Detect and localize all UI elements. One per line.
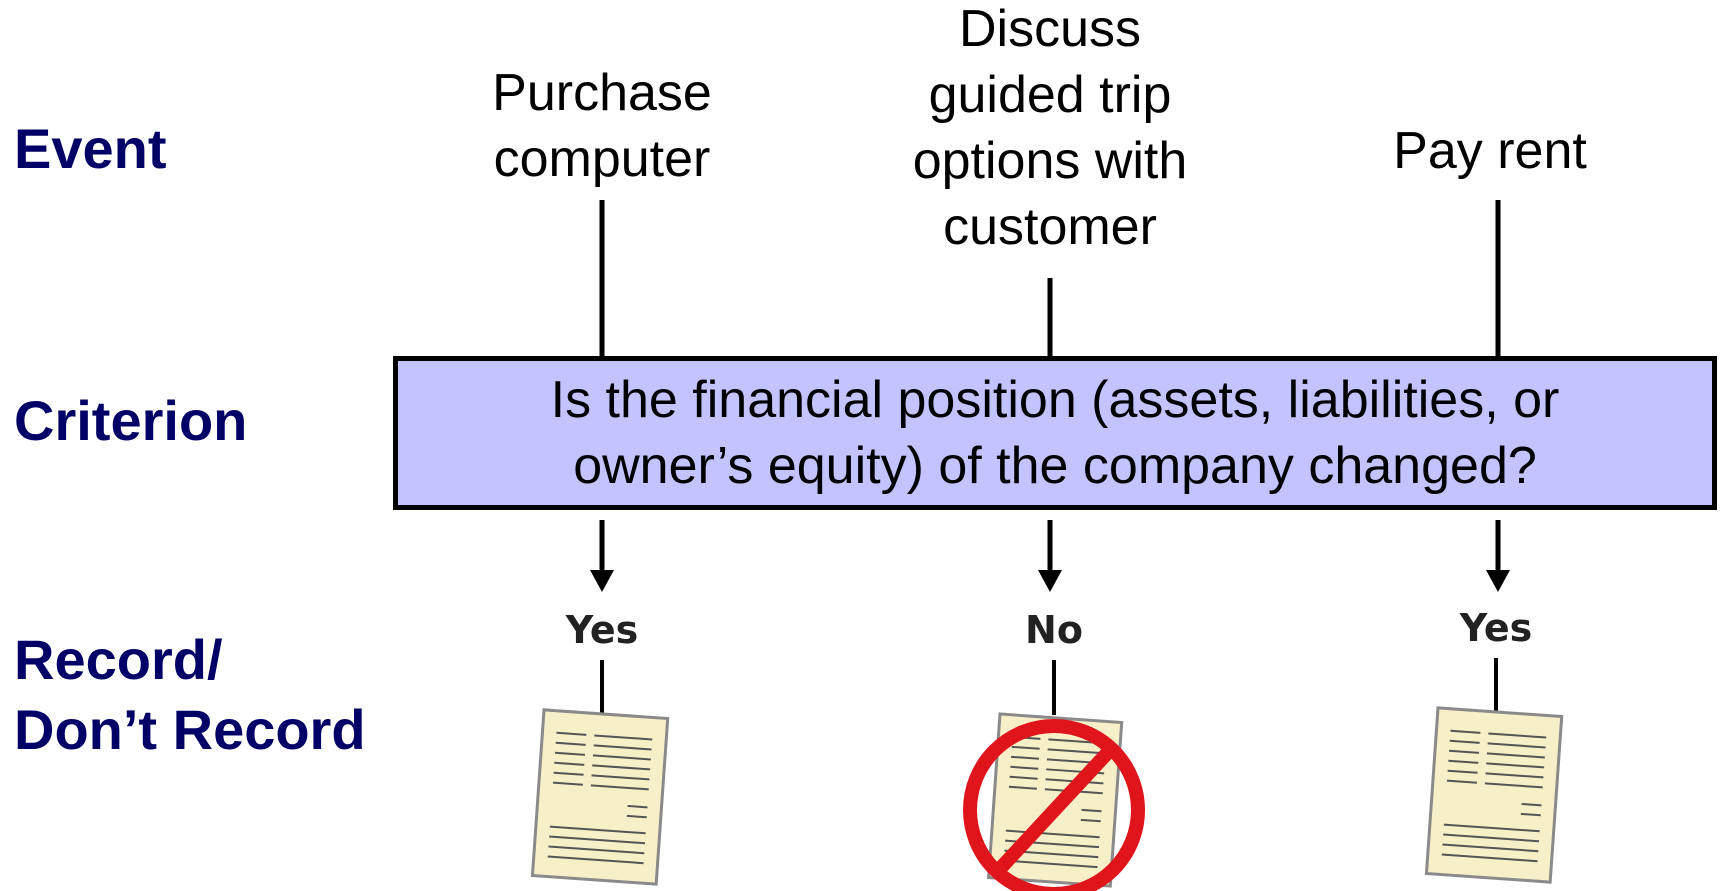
- arrow-shaft: [1047, 520, 1053, 570]
- arrow-shaft: [599, 520, 605, 570]
- criterion-line: owner’s equity) of the company changed?: [573, 437, 1537, 495]
- connector-line: [599, 200, 605, 356]
- event-line: Pay rent: [1393, 122, 1587, 180]
- event-line: Purchase: [492, 64, 712, 122]
- criterion-question: Is the financial position (assets, liabi…: [531, 367, 1580, 499]
- connector-line: [1047, 278, 1053, 356]
- event-line: Discuss: [958, 0, 1142, 58]
- document-icon: [530, 708, 670, 886]
- event-line: options with: [912, 132, 1188, 190]
- arrow-shaft: [1495, 520, 1501, 570]
- row-label-event: Event: [14, 117, 167, 180]
- answer-no: No: [1025, 608, 1083, 652]
- row-label-record: Record/ Don’t Record: [14, 625, 366, 765]
- connector-line: [600, 660, 604, 715]
- arrow-down-icon: [590, 570, 614, 592]
- row-label-record-line2: Don’t Record: [14, 698, 366, 761]
- document-icon: [1424, 706, 1564, 884]
- connector-line: [1495, 200, 1501, 356]
- criterion-box: Is the financial position (assets, liabi…: [393, 356, 1717, 510]
- event-line: computer: [493, 130, 711, 188]
- arrow-down-icon: [1486, 570, 1510, 592]
- prohibited-icon: [963, 719, 1145, 891]
- row-label-record-line1: Record/: [14, 628, 223, 691]
- event-line: guided trip: [928, 66, 1172, 124]
- row-label-criterion: Criterion: [14, 389, 248, 452]
- no-document-icon: [963, 712, 1145, 891]
- event-pay-rent: Pay rent: [1393, 118, 1587, 184]
- connector-line: [1494, 658, 1498, 713]
- arrow-down-icon: [1038, 570, 1062, 592]
- answer-yes: Yes: [1459, 606, 1533, 650]
- criterion-line: Is the financial position (assets, liabi…: [550, 371, 1560, 429]
- connector-line: [1052, 660, 1056, 715]
- answer-yes: Yes: [565, 608, 639, 652]
- event-purchase-computer: Purchase computer: [492, 60, 712, 192]
- event-discuss-trip: Discuss guided trip options with custome…: [913, 0, 1188, 260]
- event-line: customer: [943, 198, 1157, 256]
